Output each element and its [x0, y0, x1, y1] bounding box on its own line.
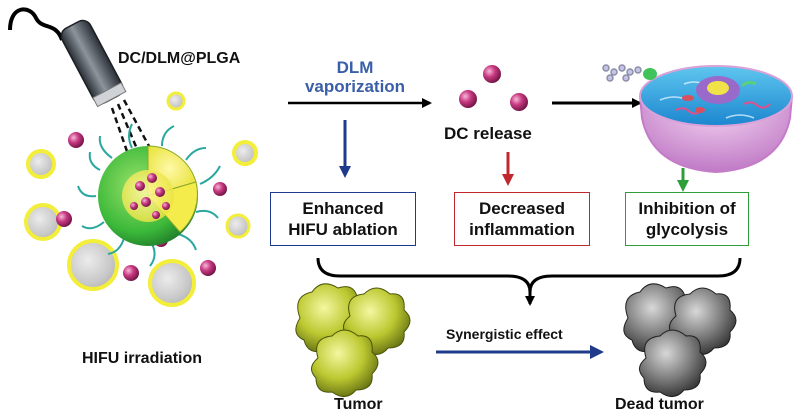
probe-label: DC/DLM@PLGA: [118, 50, 241, 67]
dead-tumor-label: Dead tumor: [615, 396, 704, 413]
tumor-label: Tumor: [334, 396, 383, 413]
box-line2: glycolysis: [645, 220, 729, 239]
synergistic-effect-label: Synergistic effect: [446, 326, 563, 342]
cancer-cell-icon: [602, 64, 794, 174]
vaporization-line1: DLM: [336, 58, 374, 77]
dead-tumor-icon: [623, 283, 737, 397]
box-line1: Inhibition of: [638, 199, 736, 218]
microbubbles: [24, 91, 258, 307]
box-line2: inflammation: [469, 220, 575, 239]
released-dc-droplets: [459, 65, 528, 111]
enhanced-hifu-ablation-box: Enhanced HIFU ablation: [270, 192, 416, 246]
box-line1: Decreased: [478, 199, 565, 218]
effect-arrows: [339, 120, 689, 192]
inhibition-of-glycolysis-box: Inhibition of glycolysis: [625, 192, 749, 246]
box-line1: Enhanced: [302, 199, 384, 218]
tumor-icon: [295, 283, 411, 397]
hifu-irradiation-label: HIFU irradiation: [82, 350, 203, 367]
box-line2: HIFU ablation: [288, 220, 398, 239]
dc-release-label: DC release: [444, 124, 532, 143]
synergy-arrowhead: [590, 345, 604, 359]
nanoparticle-icon: [77, 123, 221, 267]
vaporization-line2: vaporization: [304, 77, 406, 96]
vaporization-label: DLM vaporization: [300, 58, 410, 96]
decreased-inflammation-box: Decreased inflammation: [454, 192, 590, 246]
